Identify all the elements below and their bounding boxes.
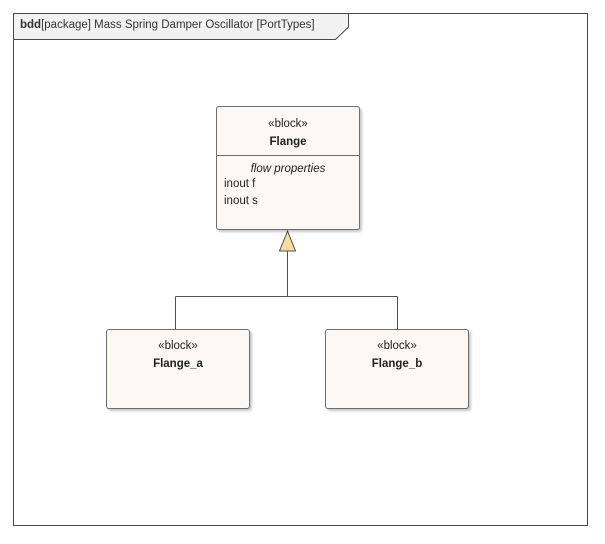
block-name: Flange xyxy=(269,136,307,148)
block-flange[interactable]: «block» Flange flow properties inout f i… xyxy=(216,106,360,230)
flow-property-f[interactable]: inout f xyxy=(224,178,256,190)
compartment-title: flow properties xyxy=(250,163,326,175)
block-name: Flange_a xyxy=(153,358,203,370)
block-stereotype: «block» xyxy=(377,340,417,352)
block-name: Flange_b xyxy=(371,358,423,370)
frame-label-tab xyxy=(13,13,349,40)
frame-title: [package] Mass Spring Damper Oscillator … xyxy=(41,19,315,31)
block-stereotype: «block» xyxy=(158,340,198,352)
flow-property-s[interactable]: inout s xyxy=(224,195,258,207)
block-stereotype: «block» xyxy=(268,118,308,130)
generalization-connector[interactable] xyxy=(175,251,398,329)
block-flange-b[interactable]: «block» Flange_b xyxy=(325,329,469,409)
flow-properties-compartment: flow properties inout f inout s xyxy=(217,156,359,210)
generalization-arrowhead-icon xyxy=(278,229,297,252)
block-flange-a[interactable]: «block» Flange_a xyxy=(106,329,250,409)
diagram-frame xyxy=(13,13,588,526)
block-flange-header: «block» Flange xyxy=(217,107,359,156)
frame-kind: bdd xyxy=(20,19,42,31)
frame-label: bdd[package] Mass Spring Damper Oscillat… xyxy=(20,18,315,32)
